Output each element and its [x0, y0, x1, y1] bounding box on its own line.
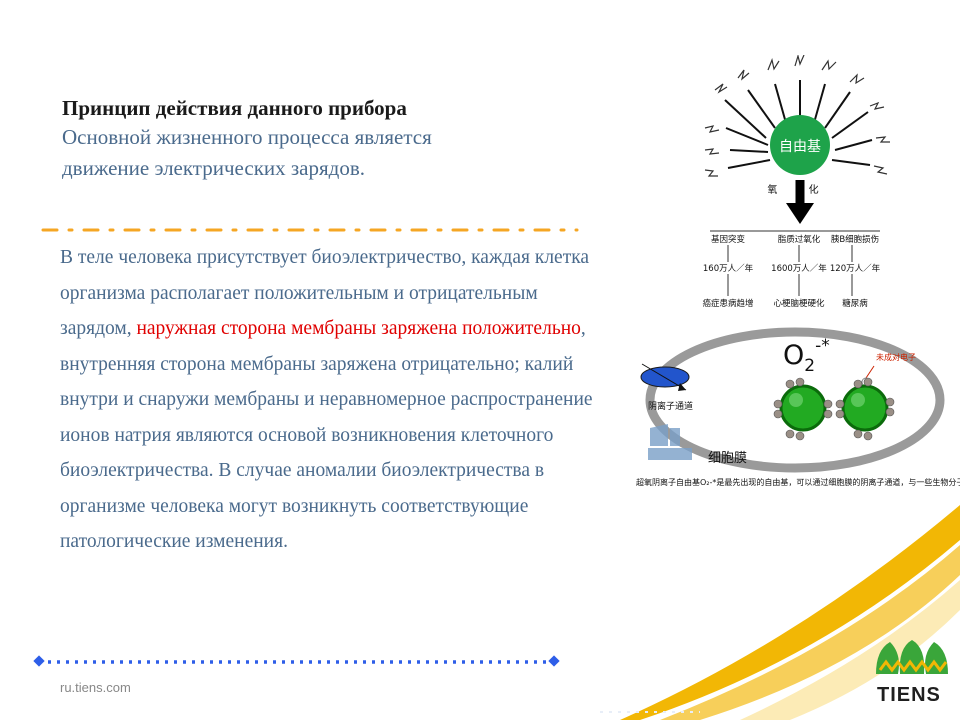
slide-subtitle-line-2: движение электрических зарядов. [62, 156, 366, 180]
footer-url: ru.tiens.com [60, 680, 131, 695]
effect-1-count: 160万人／年 [703, 263, 754, 274]
channel-arrow-line [641, 363, 687, 391]
free-radical-node [770, 115, 830, 175]
body-text-highlight: наружная сторона мембраны заряжена полож… [136, 318, 581, 339]
tiens-logo-text: TIENS [877, 684, 941, 706]
effect-2-result: 心梗脑梗硬化 [773, 298, 825, 309]
channel-label: 阴离子通道 [648, 400, 693, 412]
decorative-swoosh [600, 505, 960, 720]
slide-title: Принцип действия данного прибора [62, 96, 407, 120]
slide-subtitle-line-1: Основной жизненного процесса является [62, 125, 432, 149]
body-text-part-2: , внутренняя сторона мембраны заряжена о… [60, 318, 593, 552]
center-label: 自由基 [779, 138, 821, 155]
anion-channel-icon [640, 366, 690, 388]
tiens-logo-icon [876, 640, 948, 674]
effects-tree [710, 230, 880, 296]
effect-2-head: 脂质过氧化 [778, 234, 821, 245]
effect-3-count: 120万人／年 [830, 263, 881, 274]
electron-label: 未成对电子 [876, 352, 916, 362]
diagram-caption: 超氧阴离子自由基O₂-*是最先出现的自由基，可以通过细胞膜的阴离子通道，与一些生… [636, 477, 960, 487]
membrane-label: 细胞膜 [708, 451, 747, 466]
oxygen-atom-right [841, 384, 889, 432]
arrow-label: 氧 化 [767, 183, 832, 196]
body-paragraph: В теле человека присутствует биоэлектрич… [60, 240, 608, 560]
radial-rays [724, 80, 873, 169]
effect-1-result: 癌症患病趋增 [702, 298, 753, 309]
effect-2-count: 1600万人／年 [771, 263, 827, 274]
formula: O2-* [783, 336, 830, 376]
down-arrow-head [786, 203, 814, 224]
free-radical-diagram: 自由基 氧 化 基因突变 脂质过氧化 胰B细胞损伤 160万人／年 1600万人… [636, 55, 960, 487]
ray-label-scribbles [704, 55, 890, 177]
oxygen-atom-left [779, 384, 827, 432]
slide-title-block: Принцип действия данного прибора Основно… [62, 94, 582, 184]
bottom-dotted-divider [33, 655, 560, 667]
building-watermark-icon [648, 424, 692, 460]
top-dashed-divider [41, 228, 579, 232]
oxygen-molecule [773, 377, 895, 441]
effect-3-head: 胰B细胞损伤 [831, 234, 879, 245]
effect-3-result: 糖尿病 [842, 298, 868, 309]
body-text-part-1: В теле человека присутствует биоэлектрич… [60, 247, 590, 339]
cell-membrane-ellipse [645, 327, 945, 473]
effect-1-head: 基因突变 [711, 234, 746, 245]
